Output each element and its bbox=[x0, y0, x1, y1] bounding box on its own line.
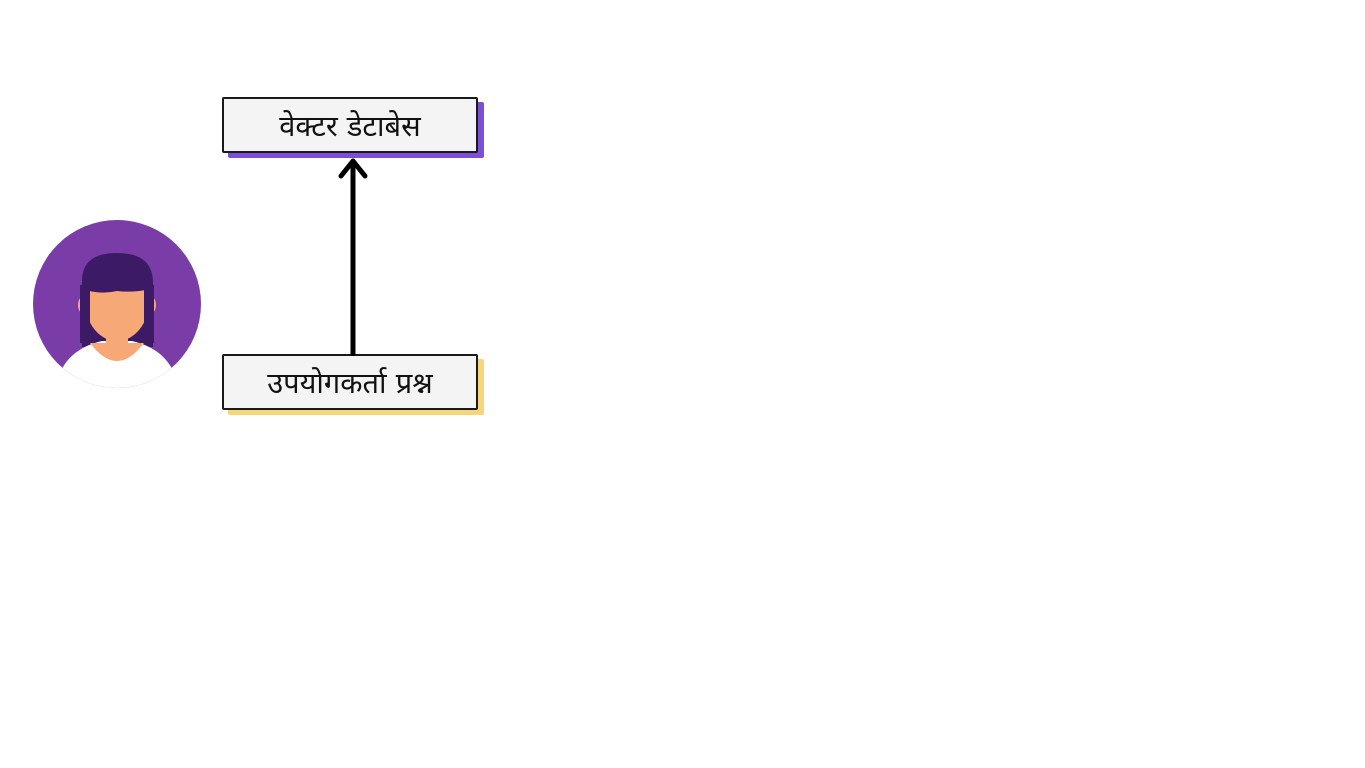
user-avatar-icon bbox=[33, 220, 201, 388]
vector-database-label: वेक्टर डेटाबेस bbox=[279, 108, 421, 143]
vector-database-node: वेक्टर डेटाबेस bbox=[222, 97, 478, 153]
user-query-node: उपयोगकर्ता प्रश्न bbox=[222, 354, 478, 410]
query-to-database-arrow bbox=[338, 158, 368, 356]
user-query-label: उपयोगकर्ता प्रश्न bbox=[267, 365, 433, 400]
